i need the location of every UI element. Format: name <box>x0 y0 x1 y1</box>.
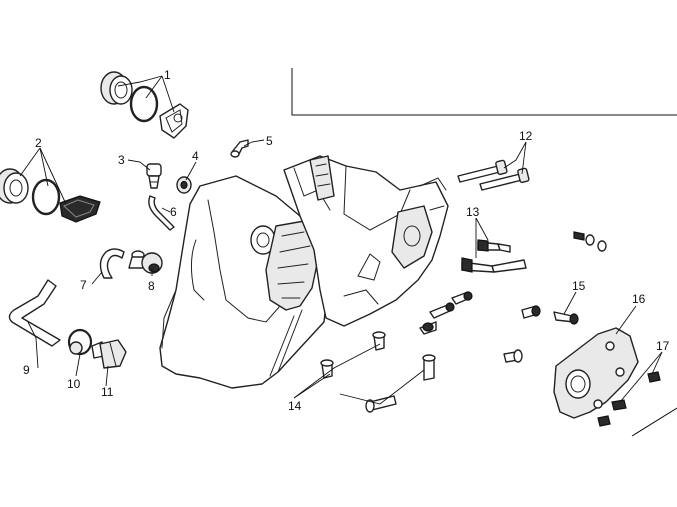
callout-11: 11 <box>101 385 114 399</box>
callout-16: 16 <box>632 292 646 306</box>
part-8-primer <box>128 250 163 274</box>
callout-17: 17 <box>656 339 670 353</box>
callout-labels: 1 2 3 4 5 6 7 8 9 10 11 12 13 14 15 16 1… <box>23 68 670 413</box>
part-10-ring <box>67 328 93 356</box>
callout-6: 6 <box>170 205 177 219</box>
leader-lines <box>19 75 663 405</box>
callout-12: 12 <box>519 129 533 143</box>
part-6-hose <box>148 195 175 231</box>
callout-5: 5 <box>266 134 273 148</box>
part-3-valve <box>146 163 162 189</box>
callout-4: 4 <box>192 149 199 163</box>
callout-2: 2 <box>35 136 42 150</box>
part-11-filter <box>91 339 127 369</box>
part-5-hose <box>230 139 249 158</box>
callout-3: 3 <box>118 153 125 167</box>
part-16-gasket <box>553 327 639 419</box>
part-housing <box>159 155 449 389</box>
part-4-grommet <box>176 176 192 194</box>
callout-10: 10 <box>67 377 81 391</box>
part-13-studs <box>461 239 527 273</box>
frame-top-right <box>291 68 677 116</box>
part-2-fuel-cap <box>0 168 101 223</box>
callout-1: 1 <box>164 68 171 82</box>
part-12-bolts <box>457 159 530 191</box>
part-1-oil-cap <box>100 71 189 139</box>
callout-15: 15 <box>572 279 586 293</box>
part-7-hose <box>99 248 125 279</box>
frame-bottom-right <box>631 407 677 437</box>
callout-13: 13 <box>466 205 480 219</box>
callout-14: 14 <box>288 399 302 413</box>
callout-9: 9 <box>23 363 30 377</box>
callout-8: 8 <box>148 279 155 293</box>
callout-7: 7 <box>80 278 87 292</box>
part-9-fuel-line <box>8 279 61 347</box>
